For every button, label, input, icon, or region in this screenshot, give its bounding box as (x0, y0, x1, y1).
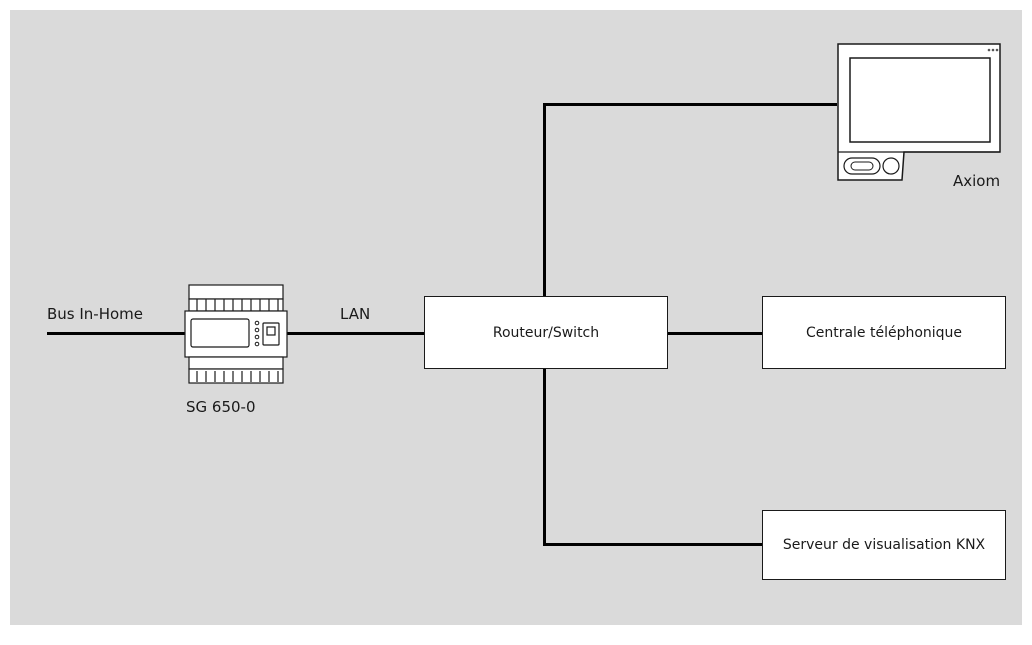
lan-label: LAN (340, 305, 371, 323)
indoor-monitor-icon (837, 43, 1001, 181)
bus-label: Bus In-Home (47, 305, 144, 323)
router-to-knx-vertical (543, 368, 546, 546)
router-to-knx-horizontal (543, 543, 763, 546)
din-rail-gateway-icon (184, 284, 288, 384)
router-to-monitor-horizontal (543, 103, 837, 106)
router-box-label: Routeur/Switch (492, 324, 600, 341)
lan-line (284, 332, 425, 335)
monitor-label: Axiom (953, 172, 1001, 190)
knx-server-box-label: Serveur de visualisation KNX (782, 537, 986, 553)
pbx-box-label: Centrale téléphonique (805, 324, 963, 341)
gateway-label: SG 650-0 (186, 398, 256, 416)
pbx-box: Centrale téléphonique (762, 296, 1006, 369)
router-to-pbx-line (667, 332, 763, 335)
router-to-monitor-vertical (543, 103, 546, 297)
bus-line (47, 332, 185, 335)
knx-server-box: Serveur de visualisation KNX (762, 510, 1006, 580)
router-box: Routeur/Switch (424, 296, 668, 369)
